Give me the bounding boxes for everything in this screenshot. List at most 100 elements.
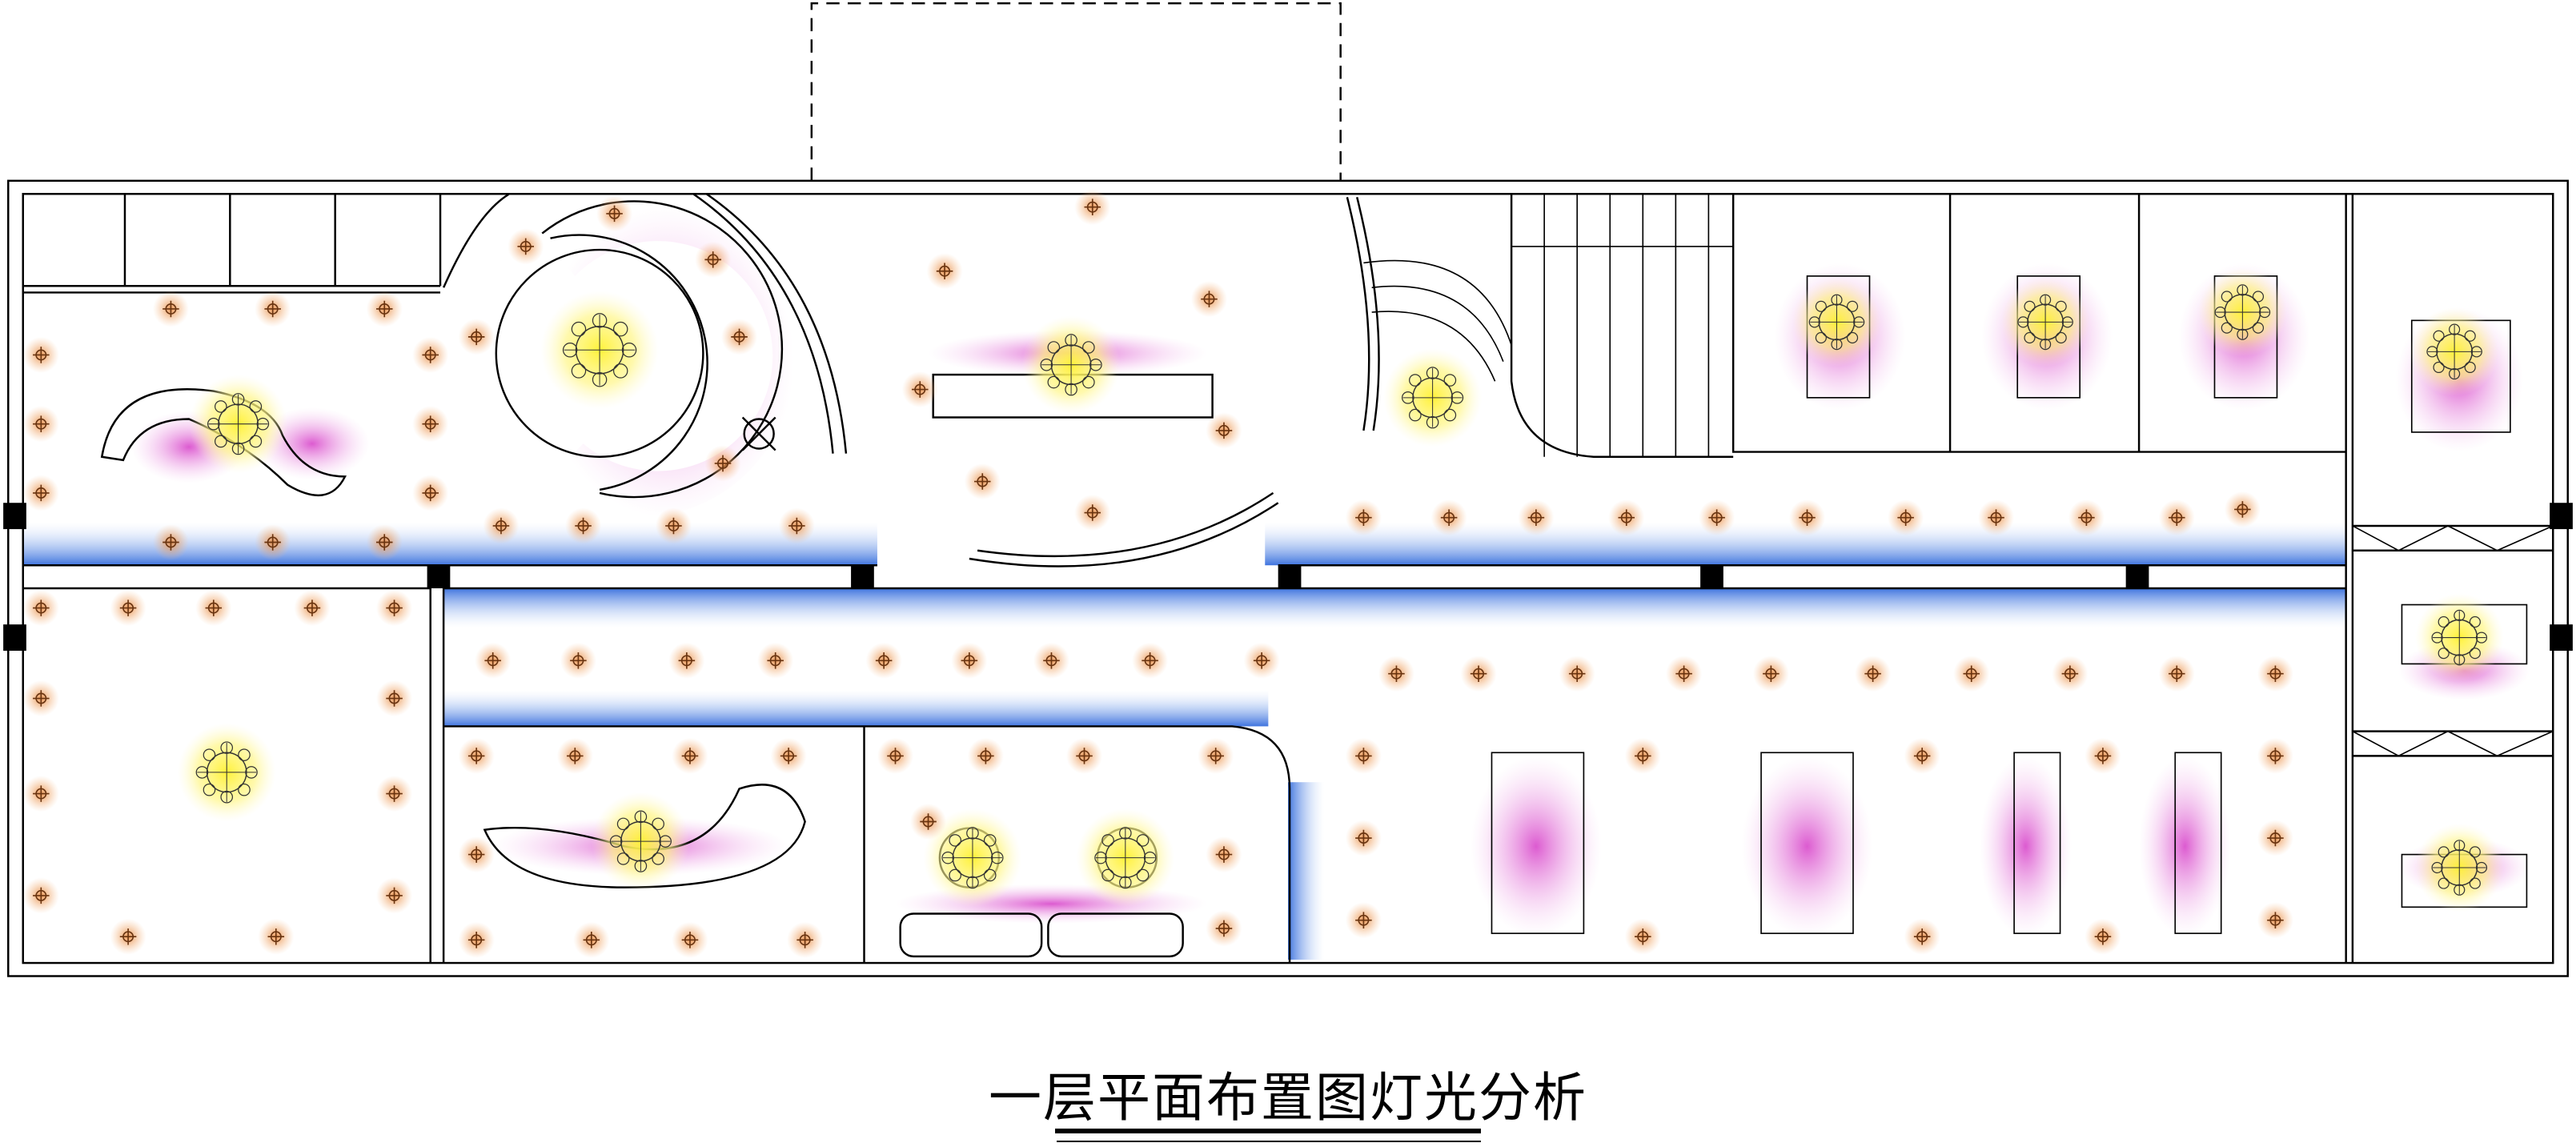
downlight-icon [1430, 499, 1467, 536]
title-underline-thick [1055, 1129, 1481, 1133]
downlight-icon [152, 291, 190, 327]
chandeliers [177, 267, 2504, 912]
downlight-icon [672, 737, 708, 774]
downlight-icon [458, 737, 495, 774]
downlight-icon [1345, 902, 1382, 939]
downlight-icon [787, 921, 824, 958]
downlight-icon [1345, 737, 1382, 774]
chandelier-icon [1383, 348, 1483, 447]
downlight-icon [1904, 737, 1940, 774]
downlight-icon [475, 642, 512, 679]
chandelier-icon [1792, 277, 1881, 367]
downlight-icon [2158, 499, 2195, 536]
downlight-icon [1345, 820, 1382, 856]
downlight-icon [1559, 656, 1595, 692]
downlight-icon [22, 406, 59, 443]
downlight-icon [110, 590, 146, 627]
downlight-icon [2257, 656, 2294, 692]
downlight-icon [1243, 642, 1280, 679]
downlight-icon [672, 921, 708, 958]
downlight-icon [458, 921, 495, 958]
downlight-icon [2084, 918, 2121, 955]
downlight-icon [1624, 737, 1661, 774]
downlight-icon [1378, 656, 1415, 692]
downlight-icon [412, 475, 449, 511]
chandelier-icon [2409, 307, 2499, 396]
downlight-icon [560, 642, 596, 679]
chandelier-icon [177, 723, 276, 822]
downlight-icon [556, 737, 593, 774]
accent-glows [131, 205, 2530, 937]
downlight-icon [1608, 499, 1645, 536]
downlight-icon [255, 523, 291, 561]
downlight-icon [901, 371, 938, 408]
downlight-icon [573, 921, 610, 958]
downlight-icon [655, 507, 692, 544]
downlight-icon [2068, 499, 2105, 536]
chandelier-icon [1021, 315, 1121, 415]
downlight-icon [1752, 656, 1789, 692]
downlight-icon [1132, 642, 1169, 679]
downlights [22, 189, 2294, 958]
downlight-icon [1666, 656, 1703, 692]
downlight-icon [2257, 902, 2294, 939]
downlight-icon [564, 507, 602, 544]
downlight-icon [704, 445, 741, 482]
downlight-icon [508, 228, 544, 265]
downlight-icon [22, 475, 59, 511]
downlight-icon [1206, 910, 1242, 947]
downlight-icon [110, 918, 146, 955]
downlight-icon [778, 507, 815, 544]
downlight-icon [483, 507, 520, 544]
downlight-icon [1065, 737, 1103, 774]
downlight-icon [22, 877, 59, 914]
chandelier-icon [923, 808, 1022, 908]
downlight-icon [255, 291, 291, 327]
downlight-icon [152, 523, 190, 561]
downlight-icon [2224, 491, 2261, 528]
downlight-icon [458, 836, 495, 873]
downlight-icon [366, 291, 403, 327]
downlight-icon [22, 776, 59, 812]
drawing-title: 一层平面布置图灯光分析 [989, 1067, 1587, 1129]
downlight-icon [1904, 918, 1940, 955]
chandelier-icon [591, 792, 690, 891]
chandelier-icon [540, 291, 659, 410]
downlight-icon [909, 803, 947, 840]
walls [3, 2, 2573, 977]
downlight-icon [1788, 499, 1826, 536]
downlight-icon [1518, 499, 1555, 536]
downlight-icon [294, 590, 331, 627]
downlight-icon [2257, 820, 2294, 856]
chandelier-icon [1076, 808, 1175, 908]
downlight-icon [1888, 499, 1924, 536]
downlight-icon [22, 590, 59, 627]
downlight-icon [770, 737, 807, 774]
pendant-lamp-icon [741, 416, 776, 451]
downlight-icon [1033, 642, 1070, 679]
downlight-icon [2084, 737, 2121, 774]
downlight-icon [375, 877, 413, 914]
downlight-icon [757, 642, 794, 679]
downlight-icon [695, 241, 732, 278]
downlight-icon [967, 737, 1004, 774]
downlight-icon [1345, 499, 1382, 536]
downlight-icon [1855, 656, 1892, 692]
downlight-icon [2052, 656, 2088, 692]
downlight-icon [412, 406, 449, 443]
downlight-icon [1460, 656, 1497, 692]
downlight-icon [1190, 281, 1228, 318]
downlight-icon [195, 590, 232, 627]
downlight-icon [375, 776, 413, 812]
downlight-icon [720, 319, 758, 355]
downlight-icon [1953, 656, 1990, 692]
downlight-icon [22, 336, 59, 374]
downlight-icon [1074, 494, 1111, 531]
downlight-icon [1624, 918, 1661, 955]
downlight-icon [964, 463, 1001, 500]
downlight-icon [366, 523, 403, 561]
downlight-icon [375, 590, 413, 627]
chandelier-icon [2414, 823, 2504, 912]
downlight-icon [926, 253, 963, 290]
chandelier-icon [2000, 277, 2090, 367]
